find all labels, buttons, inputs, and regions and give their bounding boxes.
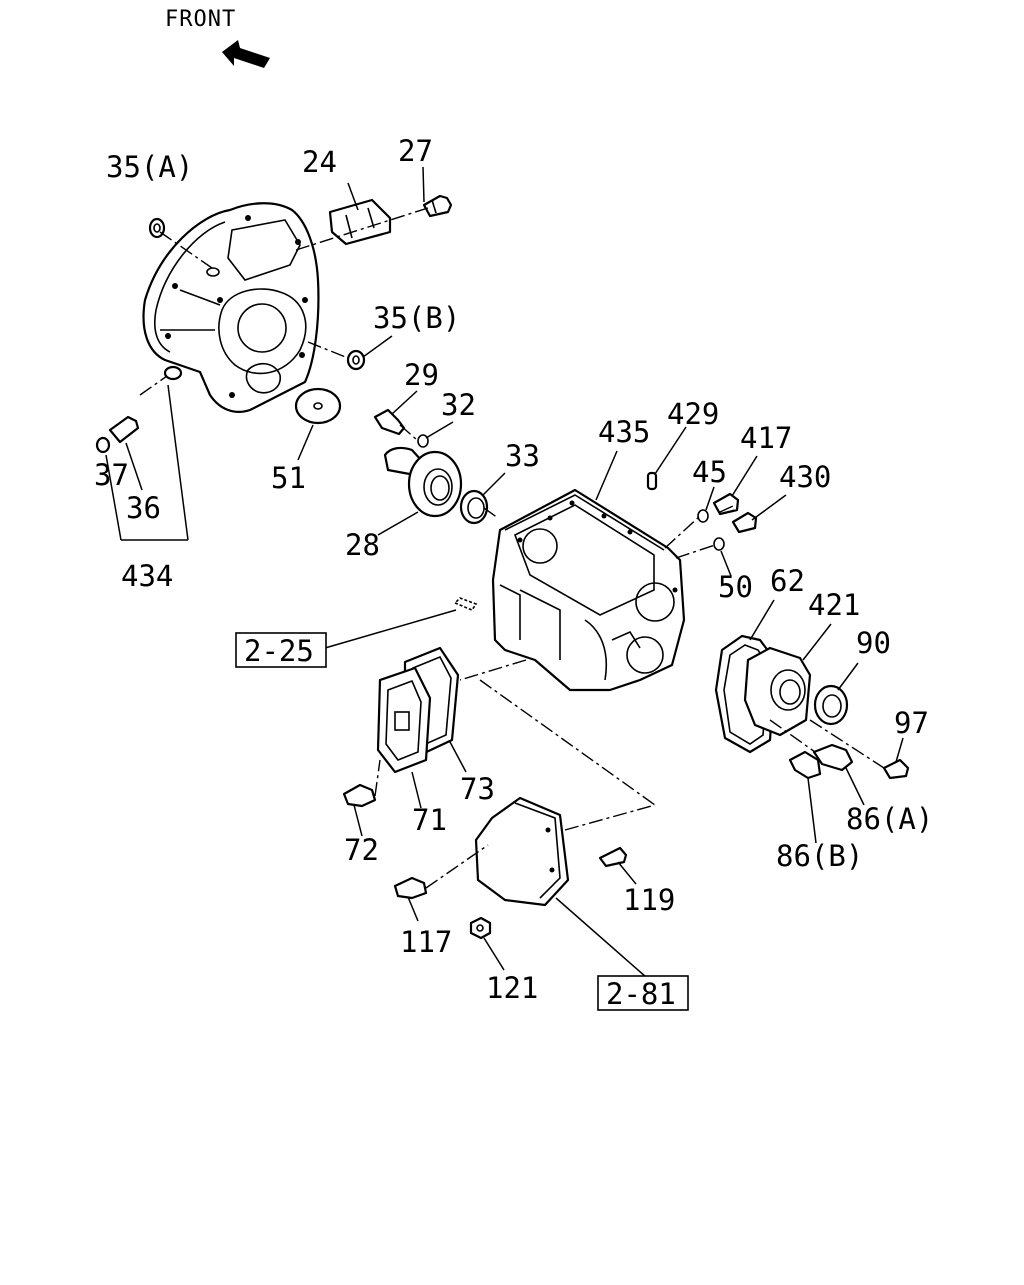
part-86b-bolt <box>788 750 822 780</box>
callout-417: 417 <box>740 421 792 455</box>
callout-97: 97 <box>894 706 929 740</box>
part-97-stud <box>882 758 910 780</box>
front-label: FRONT <box>165 7 236 32</box>
part-29-bolt <box>373 408 406 436</box>
callout-33: 33 <box>505 439 540 473</box>
callout-429: 429 <box>667 397 719 431</box>
part-119-stud <box>598 846 628 868</box>
callout-72: 72 <box>344 833 379 867</box>
part-417-plug <box>712 492 740 516</box>
part-117-bolt <box>393 876 428 900</box>
callout-36: 36 <box>126 491 161 525</box>
callout-35a: 35(A) <box>106 150 193 184</box>
reference-box-2-81[interactable]: 2-81 <box>597 975 689 1011</box>
callout-28: 28 <box>345 528 380 562</box>
callout-labels: 35(A) 24 27 35(B) 29 32 51 37 36 434 33 … <box>94 134 933 1005</box>
callout-27: 27 <box>398 134 433 168</box>
callout-434: 434 <box>121 559 173 593</box>
callout-37: 37 <box>94 458 129 492</box>
part-435-transmission-case <box>491 488 686 692</box>
part-37-plug <box>95 436 111 454</box>
pto-cover <box>474 796 570 907</box>
callout-51: 51 <box>271 461 306 495</box>
callout-29: 29 <box>404 358 439 392</box>
callout-32: 32 <box>441 388 476 422</box>
dowel-pin <box>453 597 478 611</box>
callout-62: 62 <box>770 564 805 598</box>
part-72-bolt <box>342 783 377 808</box>
reference-box-2-25[interactable]: 2-25 <box>235 632 327 668</box>
leader-lines <box>105 166 904 978</box>
callout-119: 119 <box>623 883 675 917</box>
callout-35b: 35(B) <box>373 301 460 335</box>
part-32-oring <box>417 434 429 448</box>
part-421-retainer <box>743 646 812 737</box>
part-28-retainer <box>383 446 463 518</box>
callout-121: 121 <box>486 971 538 1005</box>
part-33-seal <box>459 489 489 525</box>
callout-430: 430 <box>779 460 831 494</box>
front-arrow-icon <box>222 40 270 68</box>
part-35a-nut <box>148 217 166 239</box>
callout-71: 71 <box>412 803 447 837</box>
reference-label-2-81: 2-81 <box>606 977 676 1011</box>
part-121-nut <box>469 916 492 940</box>
callout-50: 50 <box>718 570 753 604</box>
part-430-plug <box>731 511 758 534</box>
clutch-housing <box>142 202 320 413</box>
callout-117: 117 <box>400 925 452 959</box>
callout-90: 90 <box>856 626 891 660</box>
part-86a-bolt <box>812 743 854 772</box>
callout-73: 73 <box>460 772 495 806</box>
part-51-cover <box>294 387 342 425</box>
part-36-pin <box>108 415 140 444</box>
part-71-cover <box>376 666 432 774</box>
part-45-oring <box>697 509 709 523</box>
part-24-bracket <box>328 198 392 246</box>
part-50-oring <box>713 537 725 551</box>
callout-435: 435 <box>598 415 650 449</box>
callout-86b: 86(B) <box>776 839 863 873</box>
callout-45: 45 <box>692 455 727 489</box>
callout-421: 421 <box>808 588 860 622</box>
part-27-bolt <box>422 194 453 218</box>
reference-label-2-25: 2-25 <box>244 634 314 668</box>
part-90-seal <box>813 684 849 726</box>
callout-24: 24 <box>302 145 337 179</box>
part-429-dowel <box>646 471 658 491</box>
part-35b-nut <box>346 349 366 371</box>
callout-86a: 86(A) <box>846 802 933 836</box>
